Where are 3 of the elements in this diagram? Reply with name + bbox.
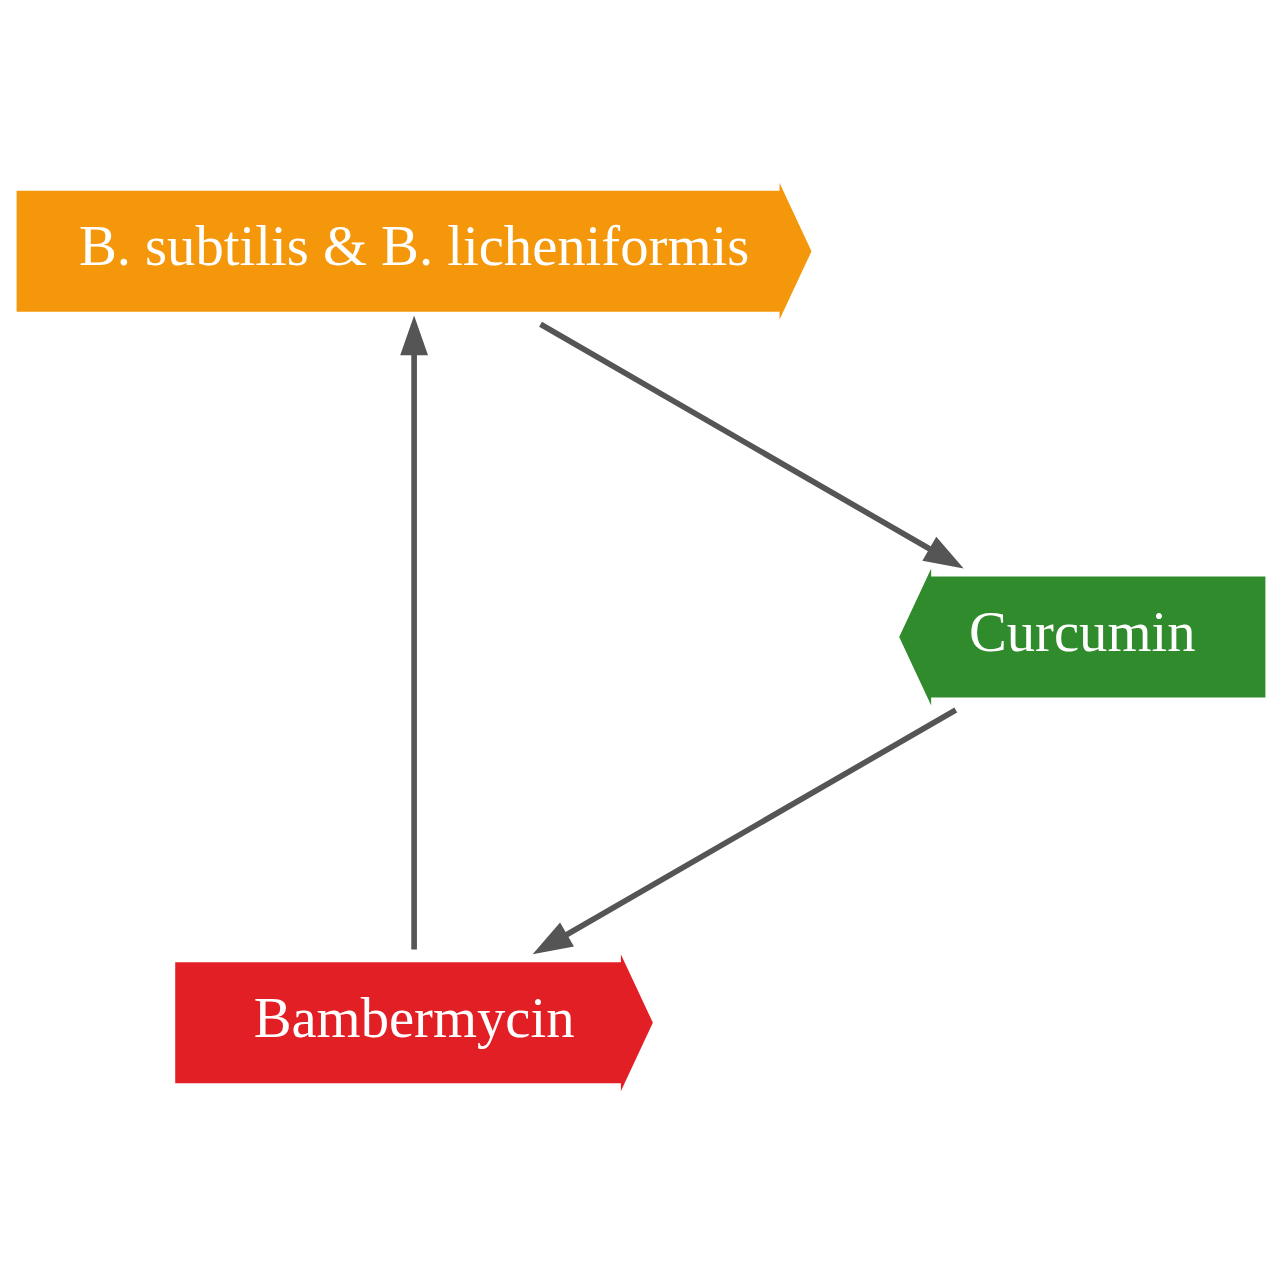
arrow [400,314,428,949]
arrow [532,707,958,954]
arrow [539,321,964,569]
